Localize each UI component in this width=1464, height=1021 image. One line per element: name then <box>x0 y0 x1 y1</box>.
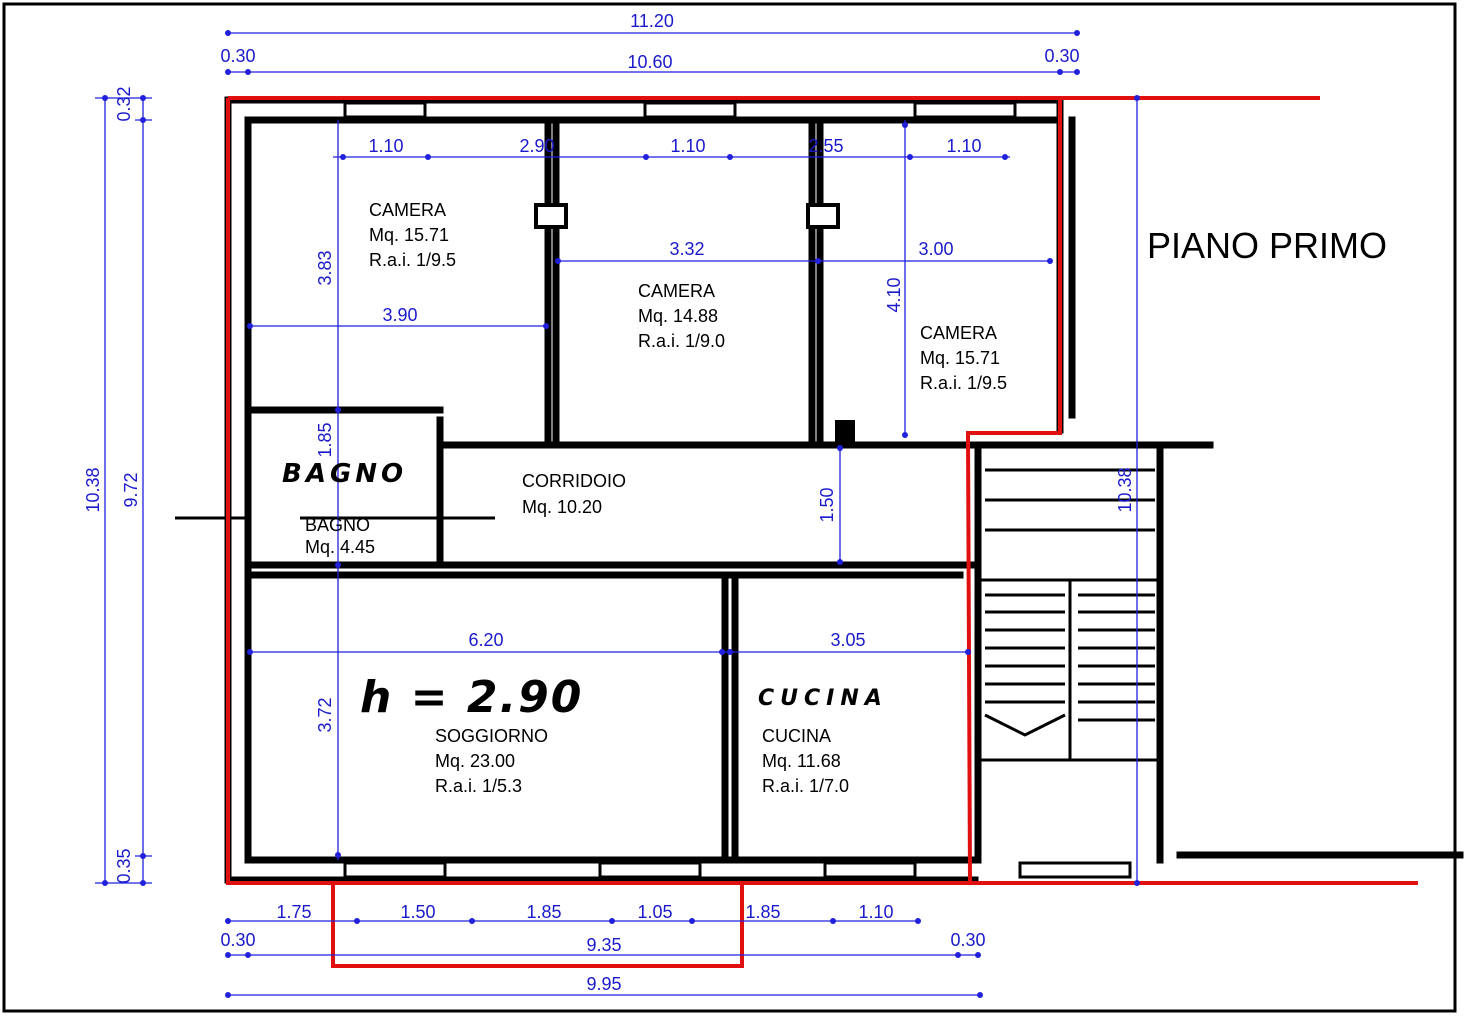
dim-bot-d: 1.05 <box>637 902 672 922</box>
camera2-area: Mq. 14.88 <box>638 306 718 326</box>
dim-top-total: 11.20 <box>630 11 674 31</box>
walls <box>224 96 1464 884</box>
room-labels: CAMERA Mq. 15.71 R.a.i. 1/9.5 CAMERA Mq.… <box>305 200 1007 796</box>
dim-bot-a: 1.75 <box>276 902 311 922</box>
soggiorno-name: SOGGIORNO <box>435 726 548 746</box>
dim-camera1-depth: 3.83 <box>315 250 335 285</box>
corridoio-name: CORRIDOIO <box>522 471 626 491</box>
stair-treads <box>984 468 1155 737</box>
camera2-rai: R.a.i. 1/9.0 <box>638 331 725 351</box>
dim-left-top: 0.32 <box>114 86 134 121</box>
dim-bagno-depth: 1.85 <box>315 422 335 457</box>
dim-bot-inner: 9.35 <box>586 935 621 955</box>
dim-left-bottom: 0.35 <box>114 848 134 883</box>
dim-top-inner: 10.60 <box>627 52 672 72</box>
camera3-rai: R.a.i. 1/9.5 <box>920 373 1007 393</box>
dim-cucina-width: 3.05 <box>830 630 865 650</box>
dim-camera1-width: 3.90 <box>382 305 417 325</box>
dim-pier2: 2.55 <box>808 136 843 156</box>
dim-win2: 1.10 <box>670 136 705 156</box>
handwritten-labels: BAGNO CUCINA h = 2.90 <box>282 459 888 723</box>
dim-bot-f: 1.10 <box>858 902 893 922</box>
handwritten-bagno: BAGNO <box>282 459 407 489</box>
dim-camera2-width: 3.32 <box>669 239 704 259</box>
dim-corridor-depth: 1.50 <box>817 487 837 522</box>
windows <box>175 101 1132 879</box>
dimension-lines <box>95 30 1140 998</box>
dim-bot-right: 0.30 <box>950 930 985 950</box>
corridoio-area: Mq. 10.20 <box>522 497 602 517</box>
soggiorno-area: Mq. 23.00 <box>435 751 515 771</box>
dim-win3: 1.10 <box>946 136 981 156</box>
dim-soggiorno-width: 6.20 <box>468 630 503 650</box>
camera2-name: CAMERA <box>638 281 715 301</box>
soggiorno-rai: R.a.i. 1/5.3 <box>435 776 522 796</box>
dim-camera3-depth: 4.10 <box>884 277 904 312</box>
dim-bot-left: 0.30 <box>220 930 255 950</box>
dim-soggiorno-depth: 3.72 <box>315 697 335 732</box>
dim-top-left: 0.30 <box>220 46 255 66</box>
dim-bot-total: 9.95 <box>586 974 621 994</box>
dimension-labels: 11.20 10.60 0.30 0.30 1.10 2.90 1.10 2.5… <box>83 11 1135 994</box>
floor-title: PIANO PRIMO <box>1147 225 1387 266</box>
bagno-area: Mq. 4.45 <box>305 537 375 557</box>
camera1-area: Mq. 15.71 <box>369 225 449 245</box>
camera3-name: CAMERA <box>920 323 997 343</box>
bagno-name: BAGNO <box>305 515 370 535</box>
dim-win1: 1.10 <box>368 136 403 156</box>
dim-right-total: 10.38 <box>1115 467 1135 512</box>
ceiling-height: h = 2.90 <box>360 672 583 723</box>
dim-camera3-width: 3.00 <box>918 239 953 259</box>
dim-bot-c: 1.85 <box>526 902 561 922</box>
dim-left-inner: 9.72 <box>121 472 141 507</box>
camera1-rai: R.a.i. 1/9.5 <box>369 250 456 270</box>
camera1-name: CAMERA <box>369 200 446 220</box>
dim-bot-b: 1.50 <box>400 902 435 922</box>
cucina-rai: R.a.i. 1/7.0 <box>762 776 849 796</box>
handwritten-cucina: CUCINA <box>758 686 888 711</box>
dim-top-right: 0.30 <box>1044 46 1079 66</box>
dim-pier1: 2.90 <box>519 136 554 156</box>
camera3-area: Mq. 15.71 <box>920 348 1000 368</box>
dim-left-total: 10.38 <box>83 467 103 512</box>
cucina-name: CUCINA <box>762 726 831 746</box>
cucina-area: Mq. 11.68 <box>762 751 841 771</box>
dim-bot-e: 1.85 <box>745 902 780 922</box>
